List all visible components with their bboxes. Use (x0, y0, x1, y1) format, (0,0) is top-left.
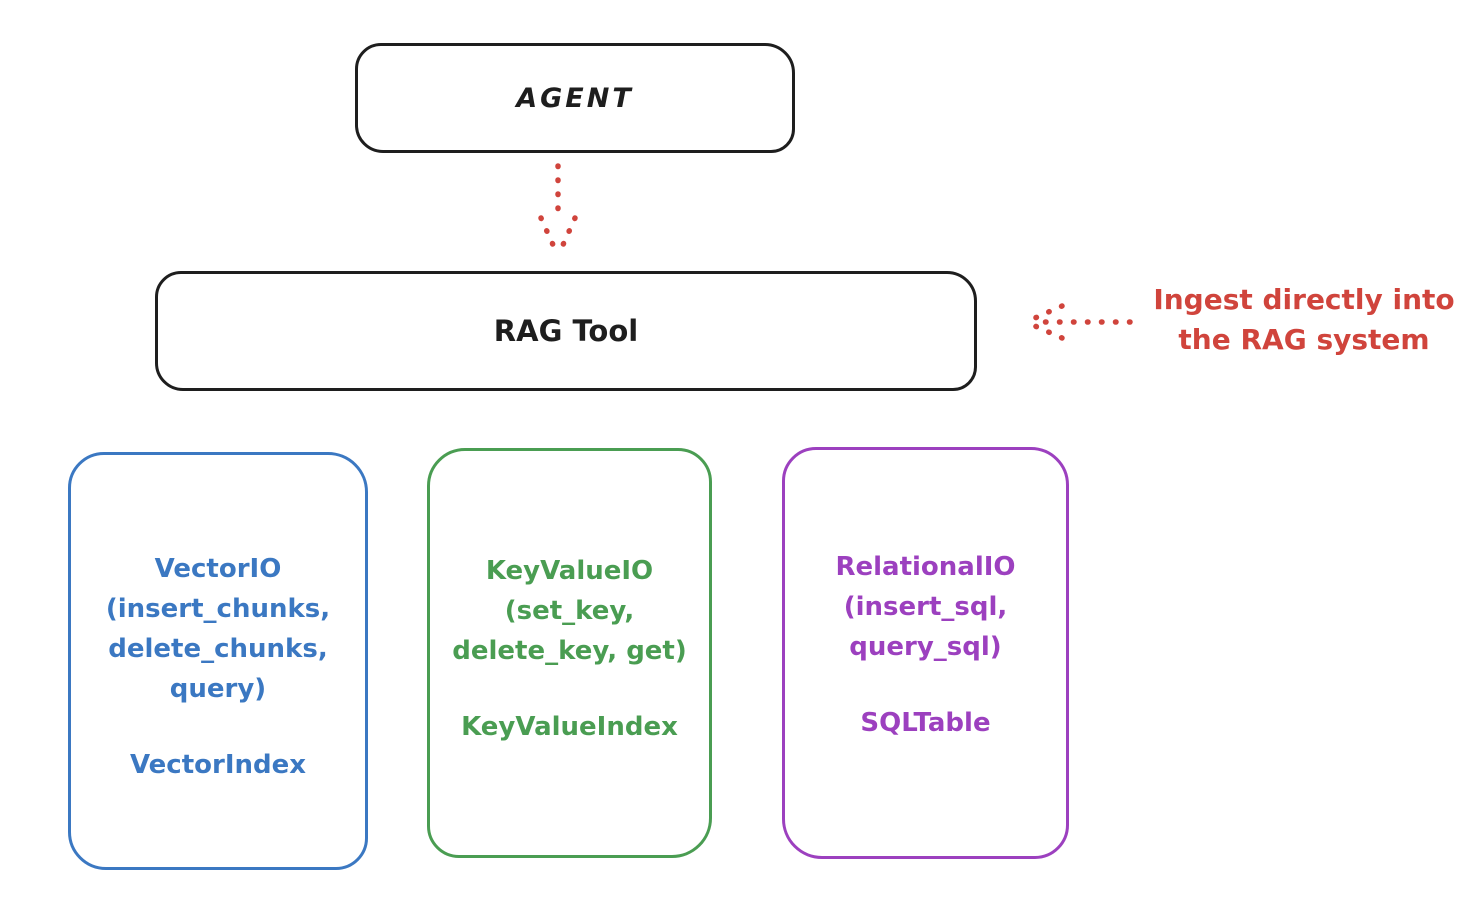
arrowhead-right-stroke (555, 215, 578, 259)
arrowhead-top-stroke (1023, 303, 1065, 325)
agent-label: AGENT (516, 82, 634, 114)
vector-io-text: VectorIO (insert_chunks, delete_chunks, … (71, 455, 365, 785)
arrowhead-left-stroke (538, 215, 561, 259)
backend-index-label: SQLTable (860, 708, 991, 738)
keyvalue-io-box: KeyValueIO (set_key, delete_key, get) Ke… (427, 448, 712, 858)
rag-tool-box: RAG Tool (155, 271, 977, 391)
backend-title-line: KeyValueIO (485, 556, 654, 586)
ingest-annotation: Ingest directly into the RAG system (1130, 280, 1478, 360)
backend-title-line: VectorIO (154, 554, 282, 584)
annotation-arrow-icon (1023, 303, 1133, 341)
agent-to-rag-arrow-icon (538, 163, 578, 259)
backend-title-line: (set_key, (504, 596, 635, 626)
backend-title-line: delete_key, get) (452, 636, 687, 666)
arrowhead-bottom-stroke (1023, 319, 1065, 341)
annotation-line-1: Ingest directly into (1153, 283, 1455, 316)
annotation-line-2: the RAG system (1178, 323, 1430, 356)
rag-tool-label: RAG Tool (493, 314, 639, 348)
backend-title-line: delete_chunks, (108, 634, 328, 664)
backend-title-line: RelationalIO (835, 552, 1016, 582)
relational-io-text: RelationalIO (insert_sql, query_sql) SQL… (785, 450, 1066, 743)
vector-io-box: VectorIO (insert_chunks, delete_chunks, … (68, 452, 368, 870)
backend-title-line: query_sql) (849, 632, 1002, 662)
agent-box: AGENT (355, 43, 795, 153)
backend-index-label: KeyValueIndex (461, 712, 678, 742)
backend-title-line: (insert_sql, (843, 592, 1008, 622)
backend-index-label: VectorIndex (129, 750, 307, 780)
relational-io-box: RelationalIO (insert_sql, query_sql) SQL… (782, 447, 1069, 859)
backend-title-line: (insert_chunks, (105, 594, 331, 624)
backend-title-line: query) (169, 674, 267, 704)
keyvalue-io-text: KeyValueIO (set_key, delete_key, get) Ke… (430, 451, 709, 747)
